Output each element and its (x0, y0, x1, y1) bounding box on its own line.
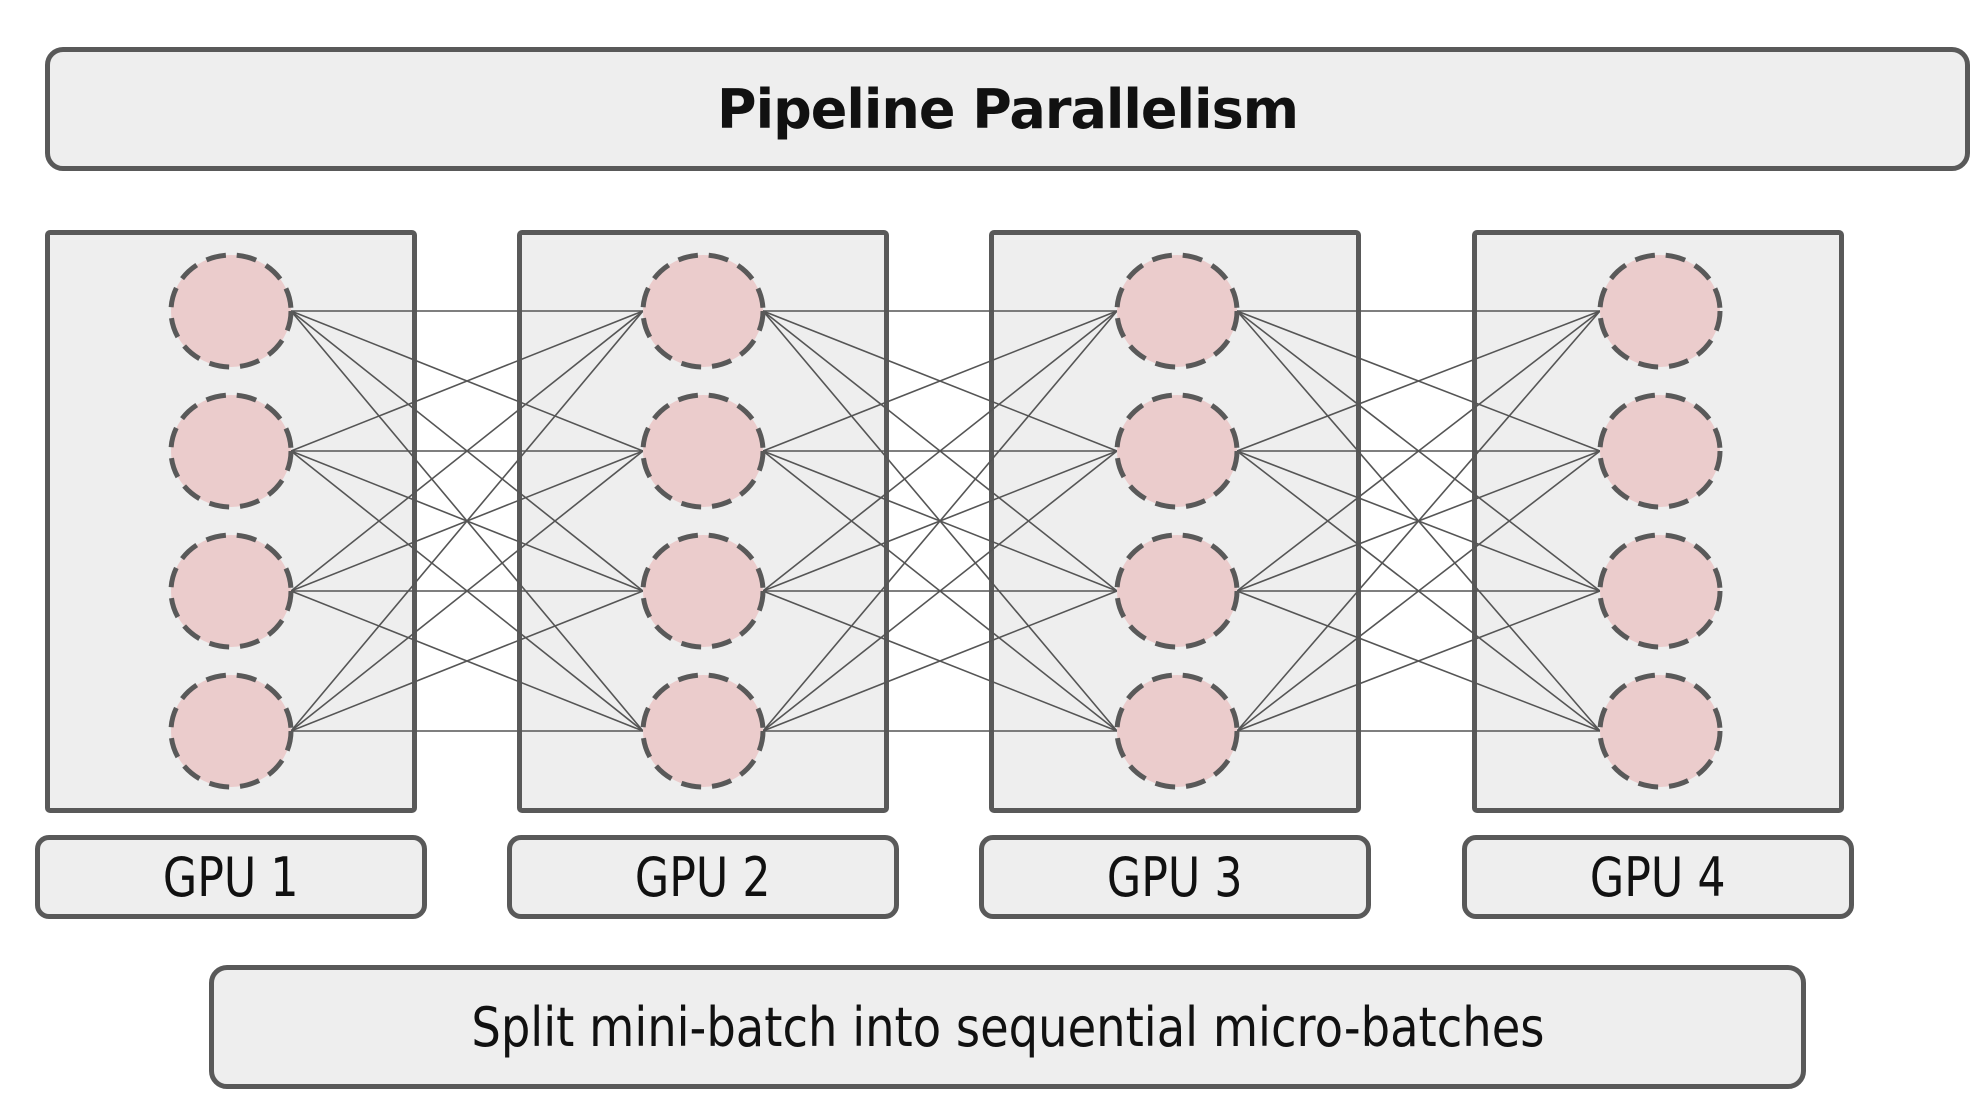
caption-text: Split mini-batch into sequential micro-b… (470, 995, 1545, 1059)
connections-group (290, 310, 1601, 732)
gpu-label-4-text: GPU 4 (1590, 845, 1726, 909)
caption-box: Split mini-batch into sequential micro-b… (209, 965, 1806, 1089)
diagram-title: Pipeline Parallelism (45, 47, 1970, 171)
gpu-label-1-text: GPU 1 (163, 845, 299, 909)
gpu-label-2: GPU 2 (507, 835, 899, 919)
diagram-title-text: Pipeline Parallelism (717, 77, 1299, 141)
gpu-label-4: GPU 4 (1462, 835, 1854, 919)
gpu-panel-4 (1472, 230, 1844, 813)
gpu-label-2-text: GPU 2 (635, 845, 771, 909)
gpu-panel-2 (517, 230, 889, 813)
gpu-label-1: GPU 1 (35, 835, 427, 919)
gpu-panel-3 (989, 230, 1361, 813)
gpu-label-3: GPU 3 (979, 835, 1371, 919)
gpu-panel-1 (45, 230, 417, 813)
gpu-label-3-text: GPU 3 (1107, 845, 1243, 909)
